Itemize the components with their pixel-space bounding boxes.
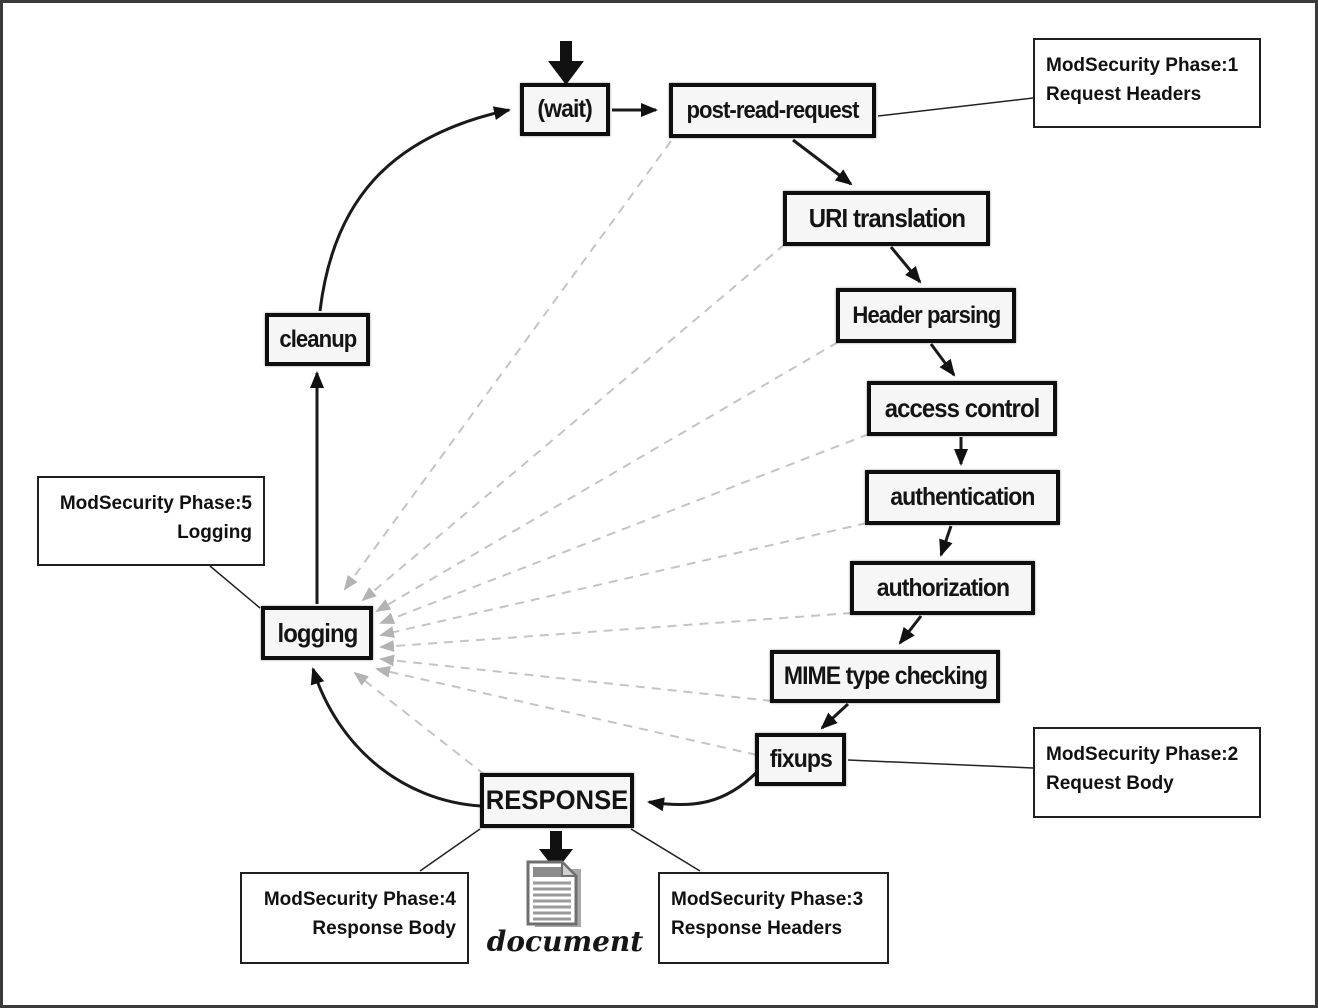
dashed-logging-arrows (343, 140, 870, 776)
node-access-control: access control (867, 381, 1057, 436)
node-fixups: fixups (755, 733, 846, 786)
annotation-modsecurity-phase-5: ModSecurity Phase:5 Logging (37, 476, 265, 566)
node-authentication-label: authentication (890, 483, 1035, 511)
annotation-modsecurity-phase-2: ModSecurity Phase:2 Request Body (1033, 727, 1261, 818)
request-entry-arrow (548, 41, 584, 85)
node-wait: (wait) (520, 83, 610, 136)
annotation-phase-3-subtitle: Response Headers (671, 917, 843, 939)
annotation-modsecurity-phase-1: ModSecurity Phase:1 Request Headers (1033, 38, 1261, 128)
annotation-phase-4-title: ModSecurity Phase:4 (263, 889, 456, 910)
node-cleanup: cleanup (265, 313, 370, 366)
node-header-parsing-label: Header parsing (852, 301, 1001, 329)
node-response-label: RESPONSE (485, 785, 629, 815)
annotation-callout-lines (209, 97, 1034, 872)
document-icon (526, 859, 581, 927)
node-post-read-request: post-read-request (669, 83, 876, 138)
annotation-modsecurity-phase-4: ModSecurity Phase:4 Response Body (240, 872, 469, 964)
node-mime-type-checking: MIME type checking (770, 650, 1000, 703)
node-logging: logging (261, 606, 373, 660)
node-response: RESPONSE (480, 773, 634, 828)
annotation-phase-4-subtitle: Response Body (312, 917, 456, 939)
node-access-control-label: access control (884, 393, 1041, 423)
annotation-modsecurity-phase-3: ModSecurity Phase:3 Response Headers (658, 872, 889, 964)
diagram-connectors (209, 41, 1034, 872)
node-fixups-label: fixups (769, 745, 832, 773)
node-authentication: authentication (865, 470, 1060, 525)
node-post-read-request-label: post-read-request (686, 96, 859, 124)
annotation-phase-1-subtitle: Request Headers (1046, 83, 1202, 105)
node-logging-label: logging (277, 617, 358, 648)
response-to-document-arrow (539, 831, 573, 871)
node-wait-label: (wait) (537, 95, 593, 123)
annotation-phase-5-title: ModSecurity Phase:5 (59, 493, 252, 514)
node-uri-translation: URI translation (783, 191, 990, 246)
node-authorization: authorization (850, 561, 1035, 615)
annotation-phase-3-title: ModSecurity Phase:3 (671, 889, 864, 910)
annotation-phase-2-title: ModSecurity Phase:2 (1046, 744, 1239, 765)
annotation-phase-2-subtitle: Request Body (1046, 772, 1174, 794)
node-mime-type-checking-label: MIME type checking (783, 662, 987, 690)
node-uri-translation-label: URI translation (808, 203, 965, 233)
document-label: document (486, 925, 644, 958)
annotation-phase-1-title: ModSecurity Phase:1 (1046, 55, 1239, 76)
main-cycle-arrows (310, 103, 968, 812)
node-header-parsing: Header parsing (836, 288, 1016, 343)
node-cleanup-label: cleanup (278, 325, 357, 353)
node-authorization-label: authorization (876, 573, 1009, 602)
annotation-phase-5-subtitle: Logging (177, 521, 252, 543)
